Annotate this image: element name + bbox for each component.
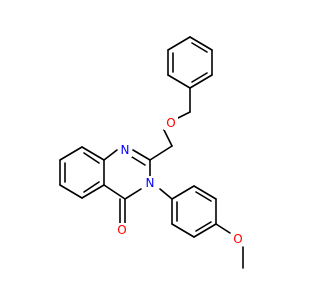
oxygen-atom-methoxy: O bbox=[231, 232, 245, 246]
bond bbox=[189, 74, 213, 89]
bond bbox=[167, 74, 191, 89]
aromatic-inner-bond bbox=[195, 191, 212, 202]
double-bond-inner bbox=[131, 156, 146, 166]
molecule-canvas: N N O O O bbox=[59, 36, 245, 269]
bond bbox=[159, 188, 173, 200]
bond bbox=[163, 129, 173, 147]
bond bbox=[193, 223, 217, 238]
bond bbox=[215, 223, 231, 234]
bond bbox=[124, 188, 142, 200]
bond bbox=[149, 145, 173, 161]
benzyloxy-methyl-linker bbox=[149, 87, 191, 161]
aromatic-inner-bond bbox=[83, 181, 100, 193]
aromatic-inner-bond bbox=[83, 152, 100, 164]
oxygen-atom-ether: O bbox=[164, 116, 178, 130]
bond bbox=[171, 223, 195, 238]
benzyl-phenyl-ring bbox=[167, 36, 213, 89]
bond bbox=[132, 149, 151, 161]
bond bbox=[103, 184, 126, 200]
aromatic-inner-bond bbox=[191, 72, 208, 83]
bond bbox=[189, 36, 213, 51]
methoxy-group bbox=[215, 223, 244, 269]
aromatic-inner-bond bbox=[191, 42, 208, 53]
bond bbox=[171, 185, 195, 200]
quinazolinone-benzo-ring bbox=[59, 146, 105, 199]
bond bbox=[193, 185, 217, 200]
bond bbox=[177, 111, 191, 119]
nitrogen-atom-n1: N bbox=[118, 143, 132, 157]
aromatic-inner-bond bbox=[195, 221, 212, 232]
nitrogen-atom-n3: N bbox=[143, 176, 157, 190]
oxygen-atom-carbonyl: O bbox=[115, 223, 129, 237]
bond bbox=[103, 149, 118, 161]
bond bbox=[59, 146, 83, 161]
bond bbox=[167, 36, 191, 51]
quinazolinone-pyrimidine-ring bbox=[103, 149, 151, 225]
bond bbox=[59, 184, 83, 199]
methoxyphenyl-ring bbox=[159, 185, 217, 238]
bond bbox=[81, 184, 105, 199]
molecule-structure bbox=[59, 36, 244, 269]
bond bbox=[81, 146, 105, 161]
